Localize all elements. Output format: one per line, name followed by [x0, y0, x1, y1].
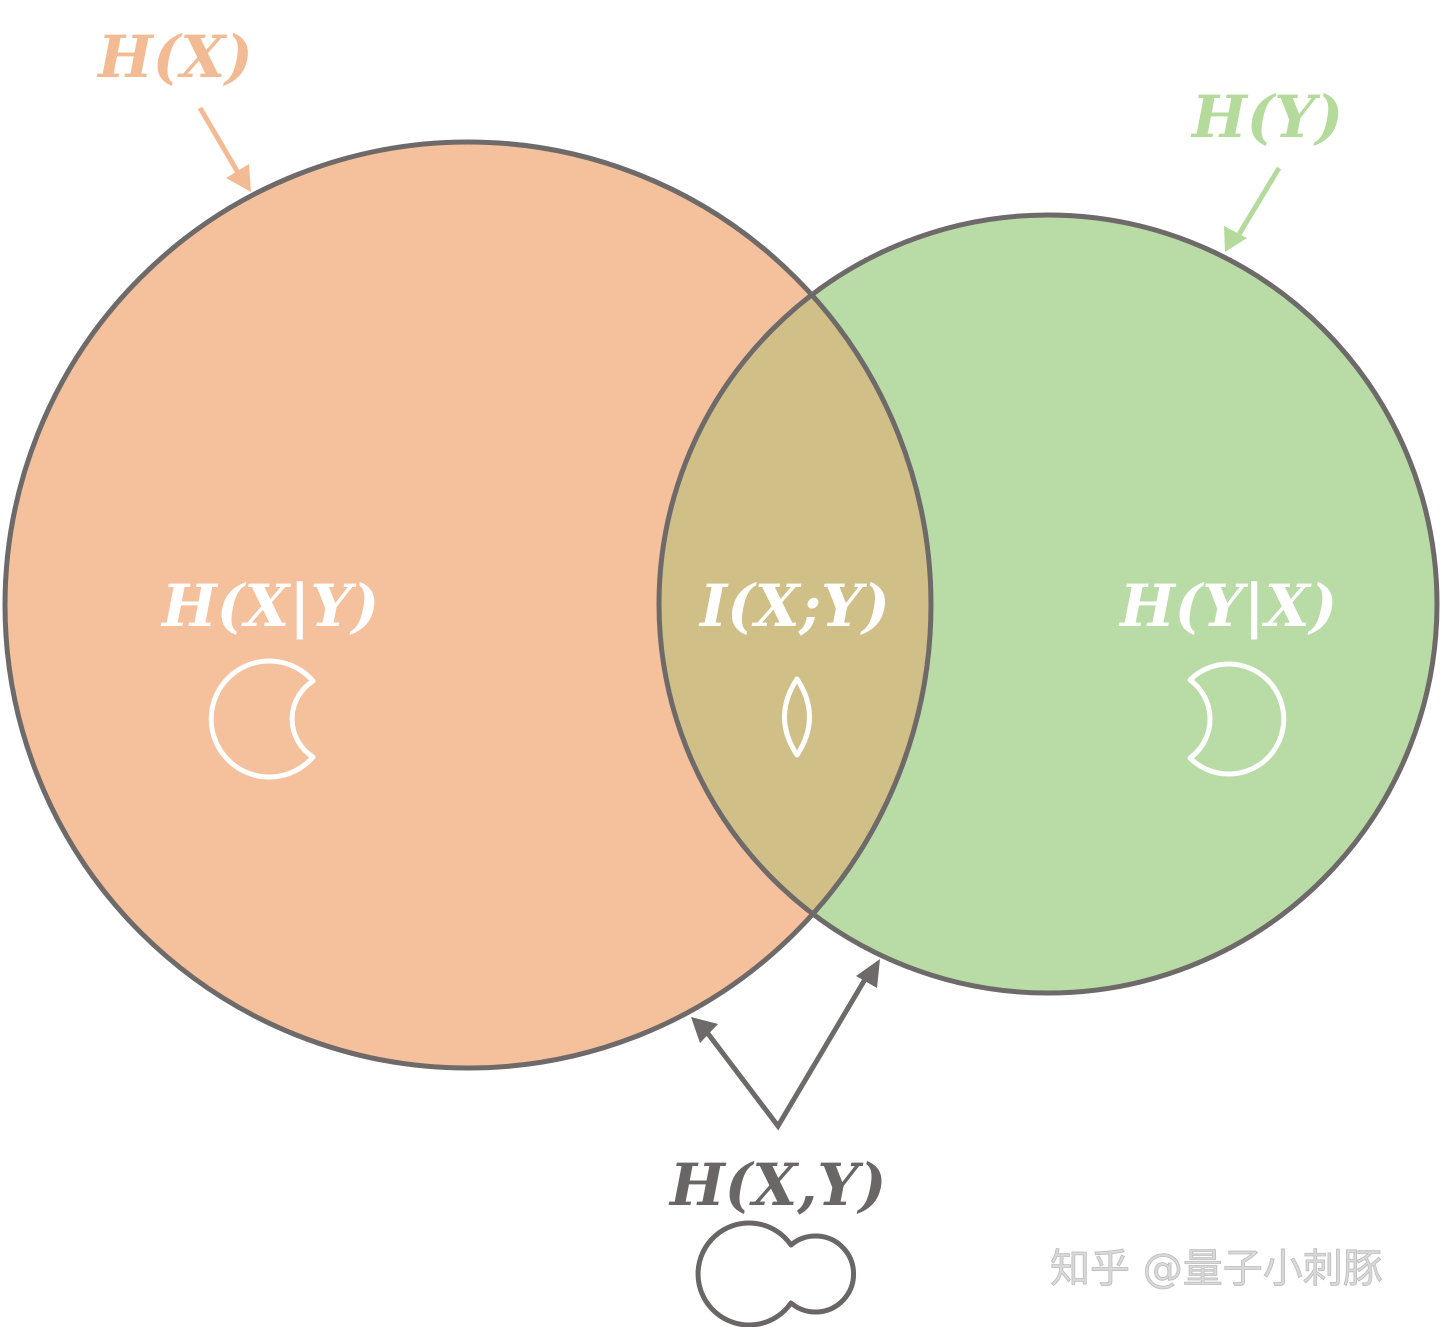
- crescent-left-icon: [208, 658, 316, 780]
- hy-label: H(Y): [1190, 83, 1343, 151]
- joint-arrows: [691, 959, 880, 1131]
- hy-outline: [656, 212, 1440, 996]
- lens-icon: [782, 676, 812, 758]
- crescent-right-icon: [1187, 661, 1287, 777]
- hx-circle: [5, 142, 931, 1068]
- joint-label: H(X,Y): [668, 1151, 886, 1219]
- h-y-given-x-label: H(Y|X): [1118, 572, 1337, 640]
- hy-arrow: [1224, 166, 1282, 252]
- mutual-info-label: I(X;Y): [698, 572, 890, 640]
- hx-outline: [2, 139, 934, 1071]
- overlap-region: [659, 215, 931, 993]
- hx-label: H(X): [96, 23, 253, 91]
- hx-arrow: [197, 106, 251, 192]
- h-x-given-y-label: H(X|Y): [160, 572, 379, 640]
- union-circles-icon: [695, 1220, 857, 1327]
- watermark-text: 知乎 @量子小刺豚: [1050, 1246, 1383, 1292]
